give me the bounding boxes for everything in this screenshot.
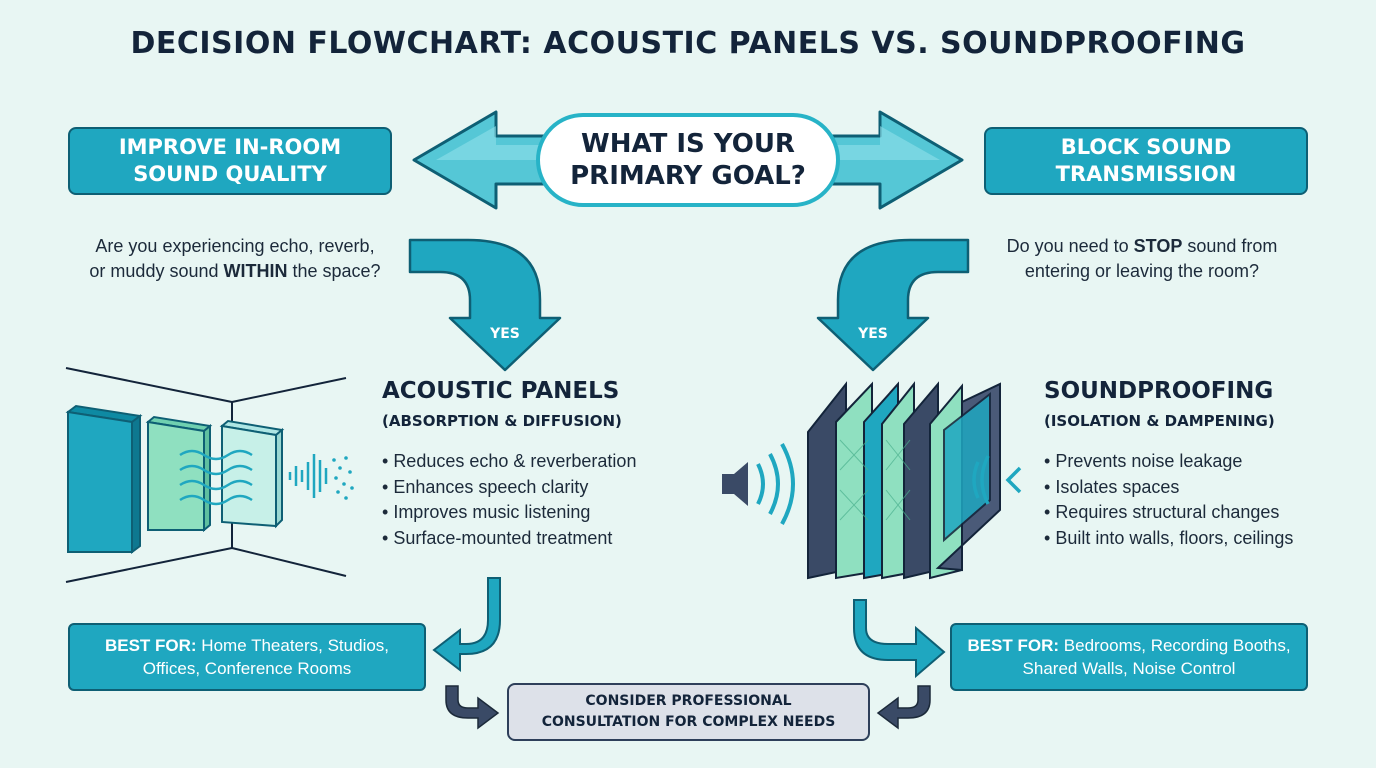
list-item: Prevents noise leakage (1044, 449, 1293, 475)
best-for-line-2: Offices, Conference Rooms (142, 659, 352, 678)
list-item: Enhances speech clarity (382, 475, 636, 501)
best-for-soundproofing-box: BEST FOR: Bedrooms, Recording Booths, Sh… (950, 623, 1308, 691)
soundproofing-section: SOUNDPROOFING (ISOLATION & DAMPENING) Pr… (1044, 378, 1293, 551)
right-question-text: Do you need to STOP sound from entering … (972, 234, 1312, 284)
right-down-arrow (853, 599, 946, 679)
soundproof-wall-layers (807, 381, 1001, 580)
left-yes-label: YES (490, 326, 520, 342)
goal-box-block-sound: BLOCK SOUND TRANSMISSION (984, 127, 1308, 195)
acoustic-panel-dark (65, 404, 143, 554)
acoustic-panels-bullets: Reduces echo & reverberation Enhances sp… (382, 449, 636, 551)
left-consult-arrow (445, 685, 500, 730)
right-question-line-1: Do you need to STOP sound from (1006, 236, 1278, 256)
question-line-1: WHAT IS YOUR (581, 129, 795, 159)
right-yes-label: YES (858, 326, 888, 342)
best-for-line-2: Shared Walls, Noise Control (1022, 659, 1236, 678)
left-down-arrow (432, 577, 501, 673)
sound-waveform-icon (288, 454, 328, 498)
goal-line-1: IMPROVE IN-ROOM (118, 135, 342, 159)
question-line-2: PRIMARY GOAL? (570, 161, 806, 191)
soundproofing-subheading: (ISOLATION & DAMPENING) (1044, 412, 1275, 430)
goal-line-2: SOUND QUALITY (133, 162, 327, 186)
left-question-line-1: Are you experiencing echo, reverb, (95, 236, 375, 256)
left-question-line-2: or muddy sound WITHIN the space? (89, 261, 381, 281)
right-yes-arrow (816, 238, 970, 372)
soundproofing-heading: SOUNDPROOFING (1044, 378, 1274, 404)
list-item: Surface-mounted treatment (382, 526, 636, 552)
page-title: DECISION FLOWCHART: ACOUSTIC PANELS VS. … (130, 26, 1246, 61)
primary-goal-question: WHAT IS YOUR PRIMARY GOAL? (536, 113, 840, 207)
acoustic-panel-light (219, 419, 285, 529)
best-for-line-1: BEST FOR: Home Theaters, Studios, (104, 636, 390, 655)
right-consult-arrow (876, 685, 931, 730)
left-question-text: Are you experiencing echo, reverb, or mu… (50, 234, 420, 284)
list-item: Improves music listening (382, 500, 636, 526)
consult-line-2: CONSULTATION FOR COMPLEX NEEDS (541, 714, 836, 730)
left-yes-arrow (408, 238, 562, 372)
acoustic-panel-mint (145, 415, 213, 533)
right-question-line-2: entering or leaving the room? (1024, 261, 1260, 281)
goal-box-sound-quality: IMPROVE IN-ROOM SOUND QUALITY (68, 127, 392, 195)
mesh-pattern (839, 439, 911, 521)
list-item: Reduces echo & reverberation (382, 449, 636, 475)
goal-line-1: BLOCK SOUND (1060, 135, 1232, 159)
list-item: Requires structural changes (1044, 500, 1293, 526)
consult-line-1: CONSIDER PROFESSIONAL (585, 693, 792, 709)
consultation-box: CONSIDER PROFESSIONAL CONSULTATION FOR C… (507, 683, 870, 741)
soundproofing-bullets: Prevents noise leakage Isolates spaces R… (1044, 449, 1293, 551)
acoustic-panels-subheading: (ABSORPTION & DIFFUSION) (382, 412, 622, 430)
list-item: Isolates spaces (1044, 475, 1293, 501)
best-for-acoustic-box: BEST FOR: Home Theaters, Studios, Office… (68, 623, 426, 691)
acoustic-panels-section: ACOUSTIC PANELS (ABSORPTION & DIFFUSION)… (382, 378, 636, 551)
acoustic-panels-heading: ACOUSTIC PANELS (382, 378, 620, 404)
speaker-icon (722, 462, 748, 506)
goal-line-2: TRANSMISSION (1055, 162, 1237, 186)
sound-waves-out-icon (756, 443, 795, 525)
sound-particles-icon (332, 456, 354, 500)
list-item: Built into walls, floors, ceilings (1044, 526, 1293, 552)
sound-wave-arrows-icon (179, 449, 253, 506)
best-for-line-1: BEST FOR: Bedrooms, Recording Booths, (967, 636, 1291, 655)
sound-waves-in-icon (972, 455, 1022, 505)
